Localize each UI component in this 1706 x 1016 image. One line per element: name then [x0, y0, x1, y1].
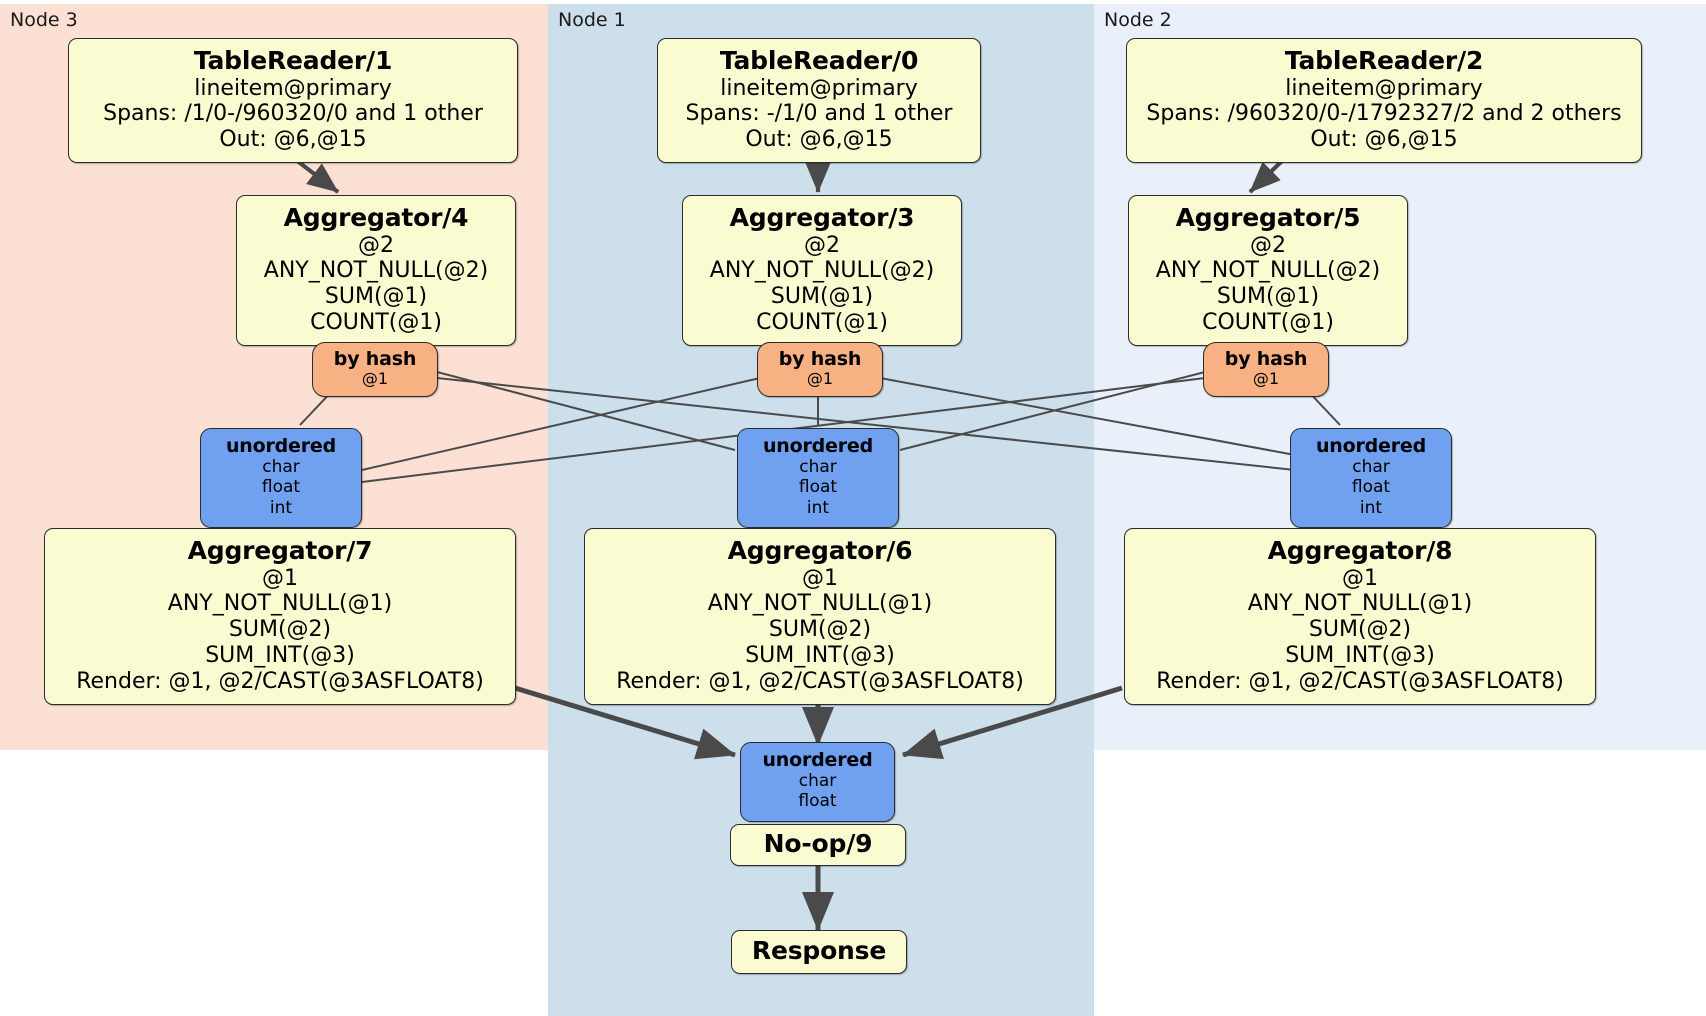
stream-line: int — [1359, 497, 1383, 518]
node-title: Aggregator/5 — [1175, 203, 1361, 232]
node-line: lineitem@primary — [194, 75, 392, 101]
stream-line: float — [798, 477, 838, 498]
node-line: Render: @1, @2/CAST(@3ASFLOAT8) — [616, 669, 1024, 695]
node-title: Aggregator/8 — [1267, 536, 1453, 565]
node-line: Out: @6,@15 — [219, 127, 367, 153]
node-line: ANY_NOT_NULL(@1) — [167, 591, 393, 617]
stream-line: char — [262, 457, 300, 478]
node-line: @1 — [802, 565, 838, 591]
node-line: ANY_NOT_NULL(@1) — [1247, 591, 1473, 617]
node-tablereader1[interactable]: TableReader/1 lineitem@primary Spans: /1… — [68, 38, 518, 164]
node-response[interactable]: Response — [731, 930, 907, 974]
node-aggregator7[interactable]: Aggregator/7 @1 ANY_NOT_NULL(@1) SUM(@2)… — [44, 528, 516, 706]
node-line: SUM(@1) — [1216, 284, 1320, 310]
node-line: ANY_NOT_NULL(@1) — [707, 591, 933, 617]
node-line: @1 — [262, 565, 298, 591]
node-line: ANY_NOT_NULL(@2) — [263, 258, 489, 284]
node-line: lineitem@primary — [720, 75, 918, 101]
node-title: TableReader/2 — [1284, 46, 1484, 75]
node-line: SUM(@2) — [1308, 617, 1412, 643]
node-line: SUM(@1) — [324, 284, 428, 310]
node-line: Render: @1, @2/CAST(@3ASFLOAT8) — [76, 669, 484, 695]
node-noop9[interactable]: No-op/9 — [730, 824, 906, 866]
node-line: SUM(@2) — [228, 617, 332, 643]
router-byhash-left[interactable]: by hash @1 — [312, 342, 438, 398]
node-title: No-op/9 — [763, 829, 873, 858]
router-title: by hash — [1224, 348, 1308, 370]
router-line: @1 — [361, 369, 389, 389]
stream-title: unordered — [1315, 435, 1427, 457]
node-line: Spans: -/1/0 and 1 other — [685, 101, 953, 127]
router-line: @1 — [806, 369, 834, 389]
node-title: Aggregator/4 — [283, 203, 469, 232]
node-aggregator4[interactable]: Aggregator/4 @2 ANY_NOT_NULL(@2) SUM(@1)… — [236, 195, 516, 347]
node-line: SUM_INT(@3) — [745, 643, 895, 669]
stream-title: unordered — [762, 749, 873, 771]
node-panel-label-node1: Node 1 — [558, 9, 626, 31]
node-panel-label-node2: Node 2 — [1104, 9, 1172, 31]
node-line: COUNT(@1) — [756, 310, 888, 336]
stream-unordered-left[interactable]: unordered char float int — [200, 428, 362, 528]
router-title: by hash — [333, 348, 417, 370]
node-line: COUNT(@1) — [1202, 310, 1334, 336]
node-aggregator6[interactable]: Aggregator/6 @1 ANY_NOT_NULL(@1) SUM(@2)… — [584, 528, 1056, 706]
node-aggregator5[interactable]: Aggregator/5 @2 ANY_NOT_NULL(@2) SUM(@1)… — [1128, 195, 1408, 347]
stream-title: unordered — [762, 435, 874, 457]
stream-unordered-center[interactable]: unordered char float int — [737, 428, 899, 528]
router-byhash-center[interactable]: by hash @1 — [757, 342, 883, 398]
router-line: @1 — [1252, 369, 1280, 389]
node-line: SUM(@1) — [770, 284, 874, 310]
stream-title: unordered — [225, 435, 337, 457]
node-aggregator8[interactable]: Aggregator/8 @1 ANY_NOT_NULL(@1) SUM(@2)… — [1124, 528, 1596, 706]
node-title: TableReader/1 — [193, 46, 393, 75]
stream-line: char — [1352, 457, 1390, 478]
stream-line: float — [798, 791, 837, 812]
node-line: Out: @6,@15 — [745, 127, 893, 153]
node-title: Aggregator/6 — [727, 536, 913, 565]
node-title: TableReader/0 — [719, 46, 919, 75]
node-line: @1 — [1342, 565, 1378, 591]
node-line: @2 — [1250, 232, 1286, 258]
node-line: ANY_NOT_NULL(@2) — [709, 258, 935, 284]
node-line: ANY_NOT_NULL(@2) — [1155, 258, 1381, 284]
stream-line: char — [798, 771, 837, 792]
node-line: SUM_INT(@3) — [205, 643, 355, 669]
node-line: COUNT(@1) — [310, 310, 442, 336]
stream-line: int — [806, 497, 830, 518]
node-panel-label-node3: Node 3 — [10, 9, 78, 31]
router-byhash-right[interactable]: by hash @1 — [1203, 342, 1329, 398]
node-line: SUM_INT(@3) — [1285, 643, 1435, 669]
node-title: Aggregator/7 — [187, 536, 373, 565]
node-aggregator3[interactable]: Aggregator/3 @2 ANY_NOT_NULL(@2) SUM(@1)… — [682, 195, 962, 347]
stream-line: int — [269, 497, 293, 518]
stream-line: char — [799, 457, 837, 478]
stream-unordered-right[interactable]: unordered char float int — [1290, 428, 1452, 528]
node-line: @2 — [358, 232, 394, 258]
node-title: Response — [751, 936, 887, 965]
stream-unordered-final[interactable]: unordered char float — [740, 742, 895, 822]
node-tablereader0[interactable]: TableReader/0 lineitem@primary Spans: -/… — [657, 38, 981, 164]
router-title: by hash — [778, 348, 862, 370]
node-line: @2 — [804, 232, 840, 258]
stream-line: float — [261, 477, 301, 498]
node-line: Out: @6,@15 — [1310, 127, 1458, 153]
stream-line: float — [1351, 477, 1391, 498]
node-line: lineitem@primary — [1285, 75, 1483, 101]
node-line: SUM(@2) — [768, 617, 872, 643]
node-tablereader2[interactable]: TableReader/2 lineitem@primary Spans: /9… — [1126, 38, 1642, 164]
node-line: Spans: /1/0-/960320/0 and 1 other — [103, 101, 483, 127]
node-line: Render: @1, @2/CAST(@3ASFLOAT8) — [1156, 669, 1564, 695]
node-line: Spans: /960320/0-/1792327/2 and 2 others — [1146, 101, 1622, 127]
node-title: Aggregator/3 — [729, 203, 915, 232]
